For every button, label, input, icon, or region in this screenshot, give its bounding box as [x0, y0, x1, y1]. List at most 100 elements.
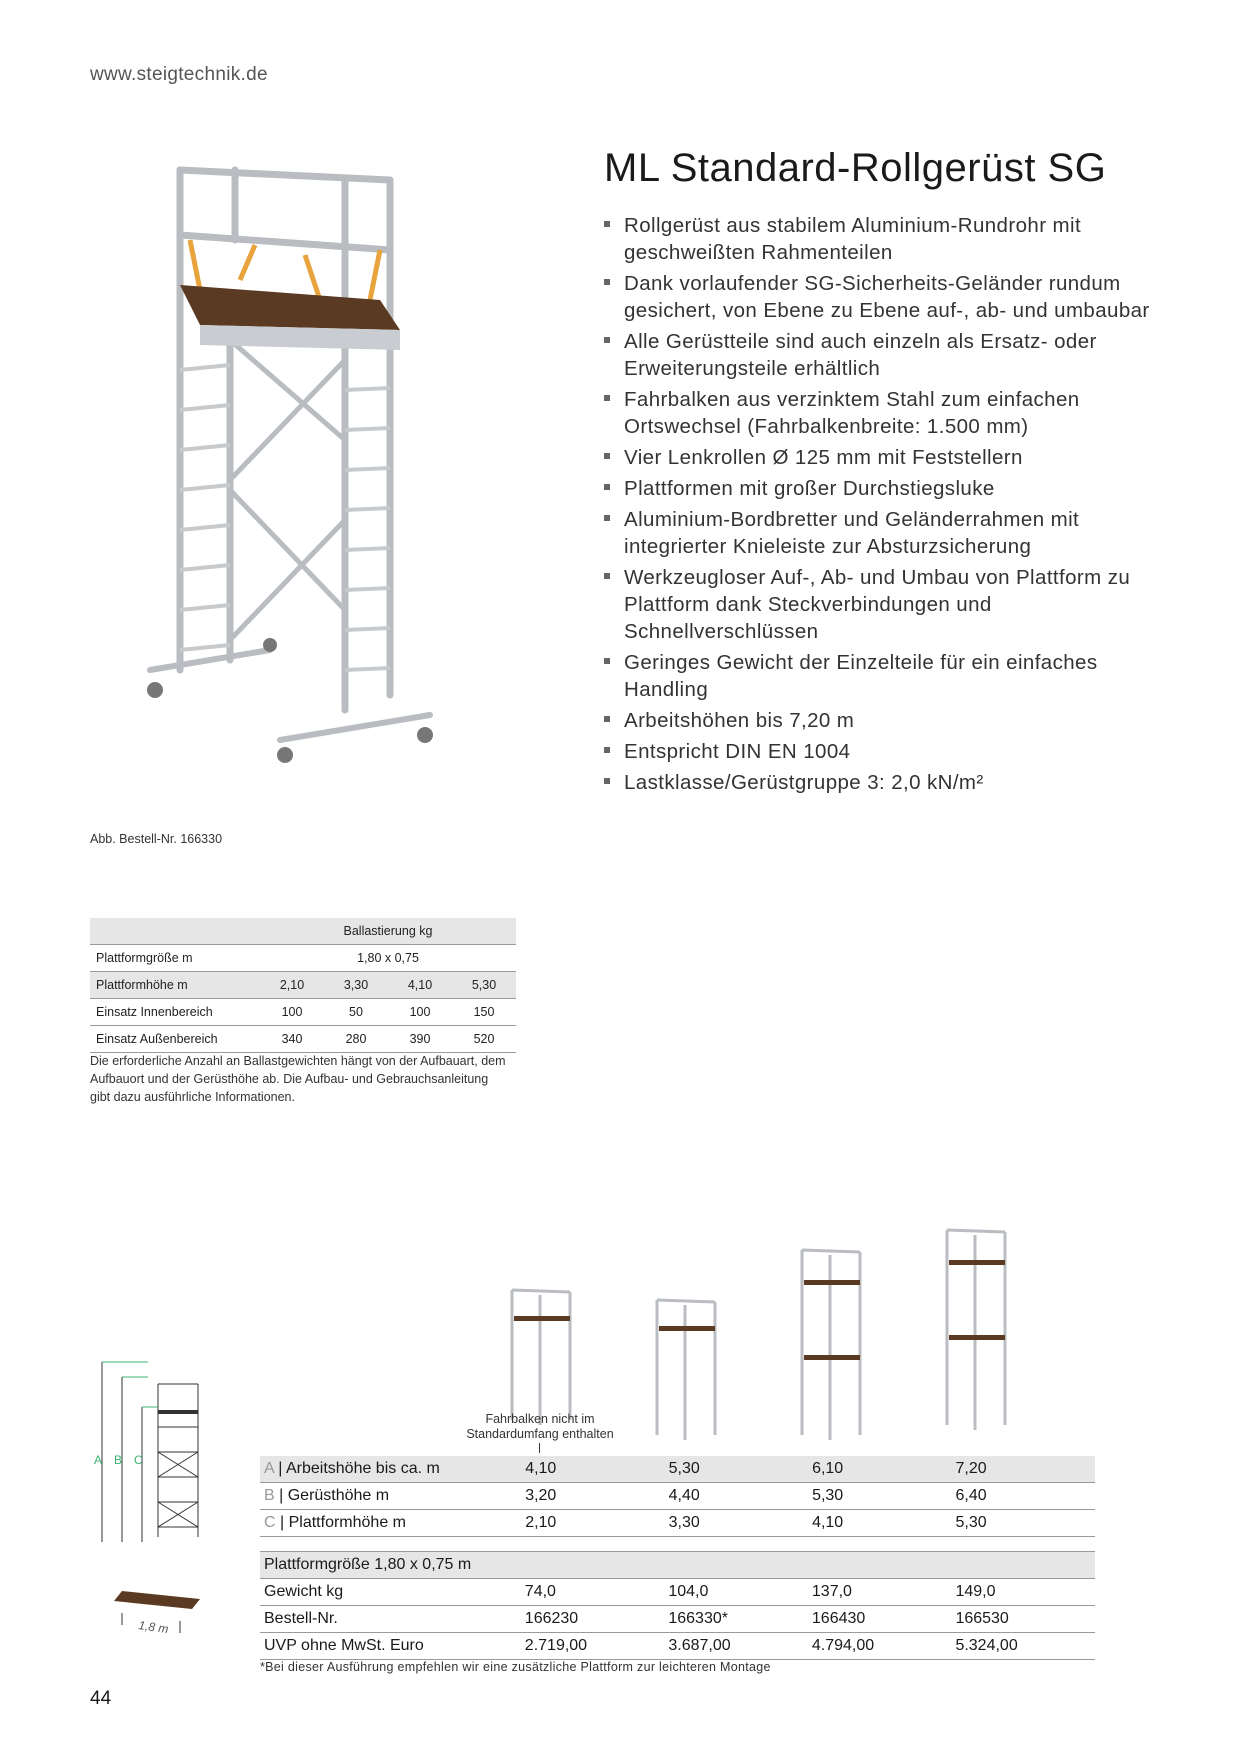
dim-letter-a: A: [94, 1453, 102, 1467]
row-label: Plattformhöhe m: [90, 971, 260, 999]
bullet-icon: [604, 221, 610, 227]
table-row: Plattformgröße 1,80 x 0,75 m: [260, 1551, 1095, 1579]
feature-item: Arbeitshöhen bis 7,20 m: [604, 707, 1164, 734]
cell: 3.687,00: [664, 1632, 808, 1660]
row-label: Einsatz Außenbereich: [90, 1025, 260, 1053]
product-title: ML Standard-Rollgerüst SG: [604, 146, 1107, 190]
bullet-icon: [604, 515, 610, 521]
cell: 3,30: [664, 1509, 809, 1537]
row-label: Bestell-Nr.: [260, 1605, 521, 1633]
table-row: C | Plattformhöhe m 2,10 3,30 4,10 5,30: [260, 1509, 1095, 1537]
bullet-icon: [604, 279, 610, 285]
bullet-icon: [604, 658, 610, 664]
image-caption: Abb. Bestell-Nr. 166330: [90, 832, 223, 846]
cell: 166530: [951, 1605, 1095, 1633]
table-row: B | Gerüsthöhe m 3,20 4,40 5,30 6,40: [260, 1482, 1095, 1510]
feature-item: Entspricht DIN EN 1004: [604, 738, 1164, 765]
bullet-icon: [604, 337, 610, 343]
table-row: Gewicht kg 74,0 104,0 137,0 149,0: [260, 1578, 1095, 1606]
price-table-header: Plattformgröße 1,80 x 0,75 m: [260, 1551, 1095, 1579]
cell: 104,0: [664, 1578, 808, 1606]
bullet-icon: [604, 747, 610, 753]
cell: 2,10: [521, 1509, 665, 1537]
cell: 390: [388, 1025, 452, 1053]
table-row: Einsatz Außenbereich 340 280 390 520: [90, 1025, 516, 1053]
height-table: A | Arbeitshöhe bis ca. m 4,10 5,30 6,10…: [260, 1456, 1095, 1537]
cell: 6,40: [951, 1482, 1095, 1510]
cell: 7,20: [951, 1456, 1095, 1483]
feature-item: Fahrbalken aus verzinktem Stahl zum einf…: [604, 386, 1164, 440]
cell: 4,10: [521, 1456, 665, 1483]
cell: 280: [324, 1025, 388, 1053]
page-number: 44: [90, 1688, 112, 1709]
cell: 100: [388, 998, 452, 1026]
cell: 166230: [520, 1605, 665, 1633]
cell: 50: [324, 998, 388, 1026]
cell: 5,30: [664, 1456, 809, 1483]
ballast-note: Die erforderliche Anzahl an Ballastgewic…: [90, 1054, 506, 1104]
bullet-icon: [604, 484, 610, 490]
row-label: Gewicht kg: [260, 1578, 521, 1606]
feature-item: Alle Gerüstteile sind auch einzeln als E…: [604, 328, 1164, 382]
price-table: Plattformgröße 1,80 x 0,75 m Gewicht kg …: [260, 1551, 1095, 1660]
table-row: UVP ohne MwSt. Euro 2.719,00 3.687,00 4.…: [260, 1632, 1095, 1660]
rollbar-note: Fahrbalken nicht im Standardumfang entha…: [466, 1412, 614, 1441]
cell: 149,0: [951, 1578, 1095, 1606]
feature-item: Werkzeugloser Auf-, Ab- und Umbau von Pl…: [604, 564, 1164, 645]
feature-item: Vier Lenkrollen Ø 125 mm mit Feststeller…: [604, 444, 1164, 471]
cell: 166430: [807, 1605, 952, 1633]
feature-item: Rollgerüst aus stabilem Aluminium-Rundro…: [604, 212, 1164, 266]
cell: 6,10: [808, 1456, 952, 1483]
cell: 2.719,00: [520, 1632, 665, 1660]
dim-letter-b: B: [114, 1453, 122, 1467]
row-label: C | Plattformhöhe m: [260, 1509, 522, 1537]
bullet-icon: [604, 716, 610, 722]
site-url: www.steigtechnik.de: [90, 64, 268, 85]
feature-item: Dank vorlaufender SG-Sicherheits-Gelände…: [604, 270, 1164, 324]
row-label: UVP ohne MwSt. Euro: [260, 1632, 521, 1660]
bullet-icon: [604, 573, 610, 579]
ballast-header: Ballastierung kg: [260, 918, 516, 945]
feature-item: Lastklasse/Gerüstgruppe 3: 2,0 kN/m²: [604, 769, 1164, 796]
rollbar-note-marker: [539, 1443, 540, 1453]
cell: 4,10: [388, 971, 452, 999]
scaffold-variants-image: [510, 1228, 1007, 1440]
table-row: Bestell-Nr. 166230 166330* 166430 166530: [260, 1605, 1095, 1633]
feature-item: Geringes Gewicht der Einzelteile für ein…: [604, 649, 1164, 703]
cell: 3,20: [521, 1482, 665, 1510]
cell: 520: [452, 1025, 516, 1053]
cell: 150: [452, 998, 516, 1026]
feature-item: Plattformen mit großer Durchstiegsluke: [604, 475, 1164, 502]
table-row: Ballastierung kg: [90, 918, 516, 945]
bullet-icon: [604, 778, 610, 784]
cell: 137,0: [807, 1578, 952, 1606]
cell: 2,10: [260, 971, 324, 999]
table-row: Einsatz Innenbereich 100 50 100 150: [90, 998, 516, 1026]
cell: 3,30: [324, 971, 388, 999]
cell: 4.794,00: [807, 1632, 952, 1660]
row-label: Plattformgröße m: [90, 944, 260, 972]
cell: 4,40: [664, 1482, 809, 1510]
row-label: A | Arbeitshöhe bis ca. m: [260, 1456, 522, 1483]
platform-diagram: 1,8 m: [114, 1591, 200, 1636]
cell: 74,0: [520, 1578, 665, 1606]
platform-length-label: 1,8 m: [138, 1618, 170, 1636]
ballast-table: Ballastierung kg Plattformgröße m 1,80 x…: [90, 918, 516, 1053]
cell: 5,30: [951, 1509, 1095, 1537]
table-row: Plattformgröße m 1,80 x 0,75: [90, 944, 516, 972]
cell: 166330*: [664, 1605, 808, 1633]
cell: 100: [260, 998, 324, 1026]
table-row: A | Arbeitshöhe bis ca. m 4,10 5,30 6,10…: [260, 1456, 1095, 1483]
scaffold-product-image: [147, 166, 433, 763]
feature-item: Aluminium-Bordbretter und Geländerrahmen…: [604, 506, 1164, 560]
cell: 340: [260, 1025, 324, 1053]
bullet-icon: [604, 453, 610, 459]
row-label: Einsatz Innenbereich: [90, 998, 260, 1026]
cell: 4,10: [808, 1509, 952, 1537]
cell: 5,30: [452, 971, 516, 999]
cell: 5,30: [808, 1482, 952, 1510]
cell: 5.324,00: [951, 1632, 1095, 1660]
footnote: *Bei dieser Ausführung empfehlen wir ein…: [260, 1660, 771, 1674]
feature-list: Rollgerüst aus stabilem Aluminium-Rundro…: [604, 212, 1164, 800]
cell: 1,80 x 0,75: [260, 944, 516, 972]
